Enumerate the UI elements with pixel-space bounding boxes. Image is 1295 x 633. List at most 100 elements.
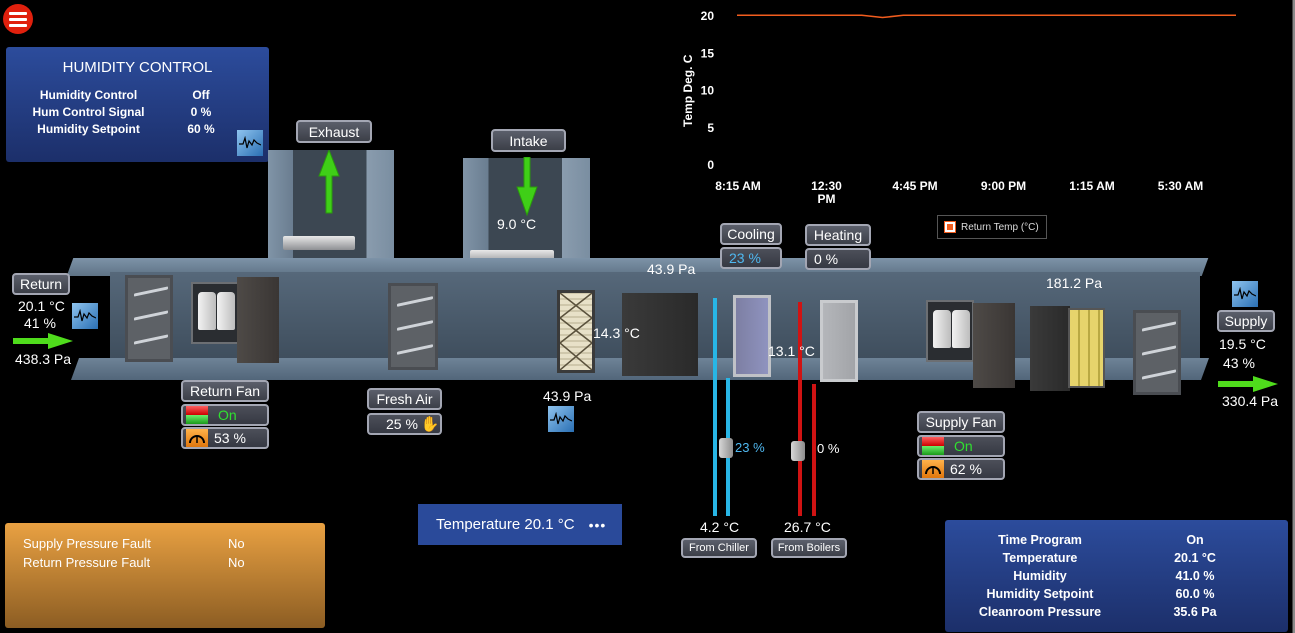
y-tick-label: 15 (701, 46, 715, 60)
supply-fan-speed[interactable]: 62 % (917, 458, 1005, 480)
fresh-air-value[interactable]: 25 % ✋ (367, 413, 442, 435)
row-label: Humidity Setpoint (37, 122, 140, 136)
cooling-value[interactable]: 23 % (720, 247, 782, 269)
row-value: On (1186, 533, 1204, 547)
row-label: Time Program (998, 533, 1082, 547)
x-tick-label: 12:30 (811, 179, 842, 193)
return-damper (125, 275, 173, 362)
table-row: Time Program On (945, 531, 1288, 549)
chart-legend[interactable]: Return Temp (°C) (937, 215, 1047, 239)
heating-button[interactable]: Heating (805, 224, 871, 246)
table-row: Humidity Setpoint 60.0 % (945, 585, 1288, 603)
y-tick-label: 0 (707, 158, 714, 172)
supply-section-pressure: 181.2 Pa (1046, 275, 1103, 291)
return-pressure: 438.3 Pa (15, 351, 72, 367)
exhaust-button[interactable]: Exhaust (296, 120, 372, 143)
speed-value: 62 % (950, 461, 982, 477)
x-tick-label: 9:00 PM (981, 179, 1026, 193)
row-label: Humidity Control (39, 88, 138, 102)
speed-gauge-icon (922, 460, 944, 478)
cooling-button[interactable]: Cooling (720, 223, 782, 245)
heating-coil (820, 300, 858, 382)
row-value: 41.0 % (1175, 569, 1215, 583)
filter-pressure-bottom: 43.9 Pa (543, 388, 592, 404)
fresh-air-percent: 25 % (386, 416, 418, 432)
prefilter (557, 290, 595, 373)
intake-button[interactable]: Intake (491, 129, 566, 152)
supply-trend-button[interactable] (1232, 281, 1258, 307)
x-tick-label: PM (818, 192, 836, 206)
supply-humidity: 43 % (1223, 355, 1255, 371)
boiler-temperature: 26.7 °C (784, 519, 831, 535)
supply-fan-status[interactable]: On (917, 435, 1005, 457)
speed-gauge-icon (186, 429, 208, 447)
hot-water-supply-pipe (798, 302, 802, 516)
chilled-water-supply-pipe (713, 298, 717, 516)
cooling-valve-icon (719, 438, 733, 458)
filter-trend-button[interactable] (548, 406, 574, 432)
row-label: Humidity Setpoint (986, 587, 1094, 601)
x-tick-label: 4:45 PM (892, 179, 937, 193)
supply-button[interactable]: Supply (1217, 310, 1275, 332)
mixed-air-temperature: 14.3 °C (593, 325, 640, 341)
return-trend-button[interactable] (72, 303, 98, 329)
hot-water-return-pipe (812, 384, 816, 516)
row-value: 20.1 °C (1174, 551, 1216, 565)
filter-pattern (560, 293, 592, 370)
hamburger-menu-button[interactable] (3, 4, 33, 34)
legend-swatch (944, 221, 956, 233)
intake-temperature: 9.0 °C (497, 216, 537, 232)
status-value: On (954, 438, 973, 454)
y-tick-label: 5 (707, 121, 714, 135)
return-flow-arrow-icon (13, 333, 73, 349)
row-label: Supply Pressure Fault (23, 536, 151, 551)
temperature-bar[interactable]: Temperature 20.1 °C ••• (418, 504, 622, 545)
speed-value: 53 % (214, 430, 246, 446)
from-boilers-button[interactable]: From Boilers (771, 538, 847, 558)
supply-pressure: 330.4 Pa (1222, 393, 1279, 409)
supply-damper (1133, 310, 1181, 395)
table-row: Humidity Control Off (16, 87, 241, 104)
humidity-trend-button[interactable] (237, 130, 263, 156)
y-tick-label: 10 (701, 84, 715, 98)
row-value: Off (192, 88, 210, 102)
chiller-temperature: 4.2 °C (700, 519, 740, 535)
from-chiller-button[interactable]: From Chiller (681, 538, 757, 558)
supply-fan-housing (926, 300, 974, 362)
row-label: Temperature (1002, 551, 1078, 565)
trend-chart-icon (74, 309, 96, 322)
trend-chart-icon (1234, 287, 1256, 300)
fresh-air-button[interactable]: Fresh Air (367, 388, 442, 410)
return-fan-speed[interactable]: 53 % (181, 427, 269, 449)
trend-chart-icon (550, 412, 572, 425)
y-tick-label: 20 (701, 9, 715, 23)
return-fan-status[interactable]: On (181, 404, 269, 426)
intake-arrow-icon (516, 157, 538, 217)
cooling-valve-percent: 23 % (735, 440, 765, 455)
return-button[interactable]: Return (12, 273, 70, 295)
hamburger-line (9, 17, 27, 21)
fresh-air-damper (388, 283, 438, 370)
status-light-icon (922, 437, 944, 455)
row-label: Humidity (1013, 569, 1067, 583)
return-temperature: 20.1 °C (18, 298, 65, 314)
status-value: On (218, 407, 237, 423)
exhaust-arrow-icon (318, 150, 340, 214)
more-options-icon[interactable]: ••• (588, 516, 607, 533)
exhaust-damper-grille (283, 236, 355, 250)
heating-value[interactable]: 0 % (805, 248, 871, 270)
supply-fan-button[interactable]: Supply Fan (917, 411, 1005, 433)
return-fan-button[interactable]: Return Fan (181, 380, 269, 402)
row-value: 60.0 % (1175, 587, 1215, 601)
x-tick-label: 1:15 AM (1069, 179, 1115, 193)
supply-fan-plate (973, 303, 1015, 388)
supply-temperature: 19.5 °C (1219, 336, 1266, 352)
heating-valve-icon (791, 441, 805, 461)
cooling-coil (733, 295, 771, 377)
